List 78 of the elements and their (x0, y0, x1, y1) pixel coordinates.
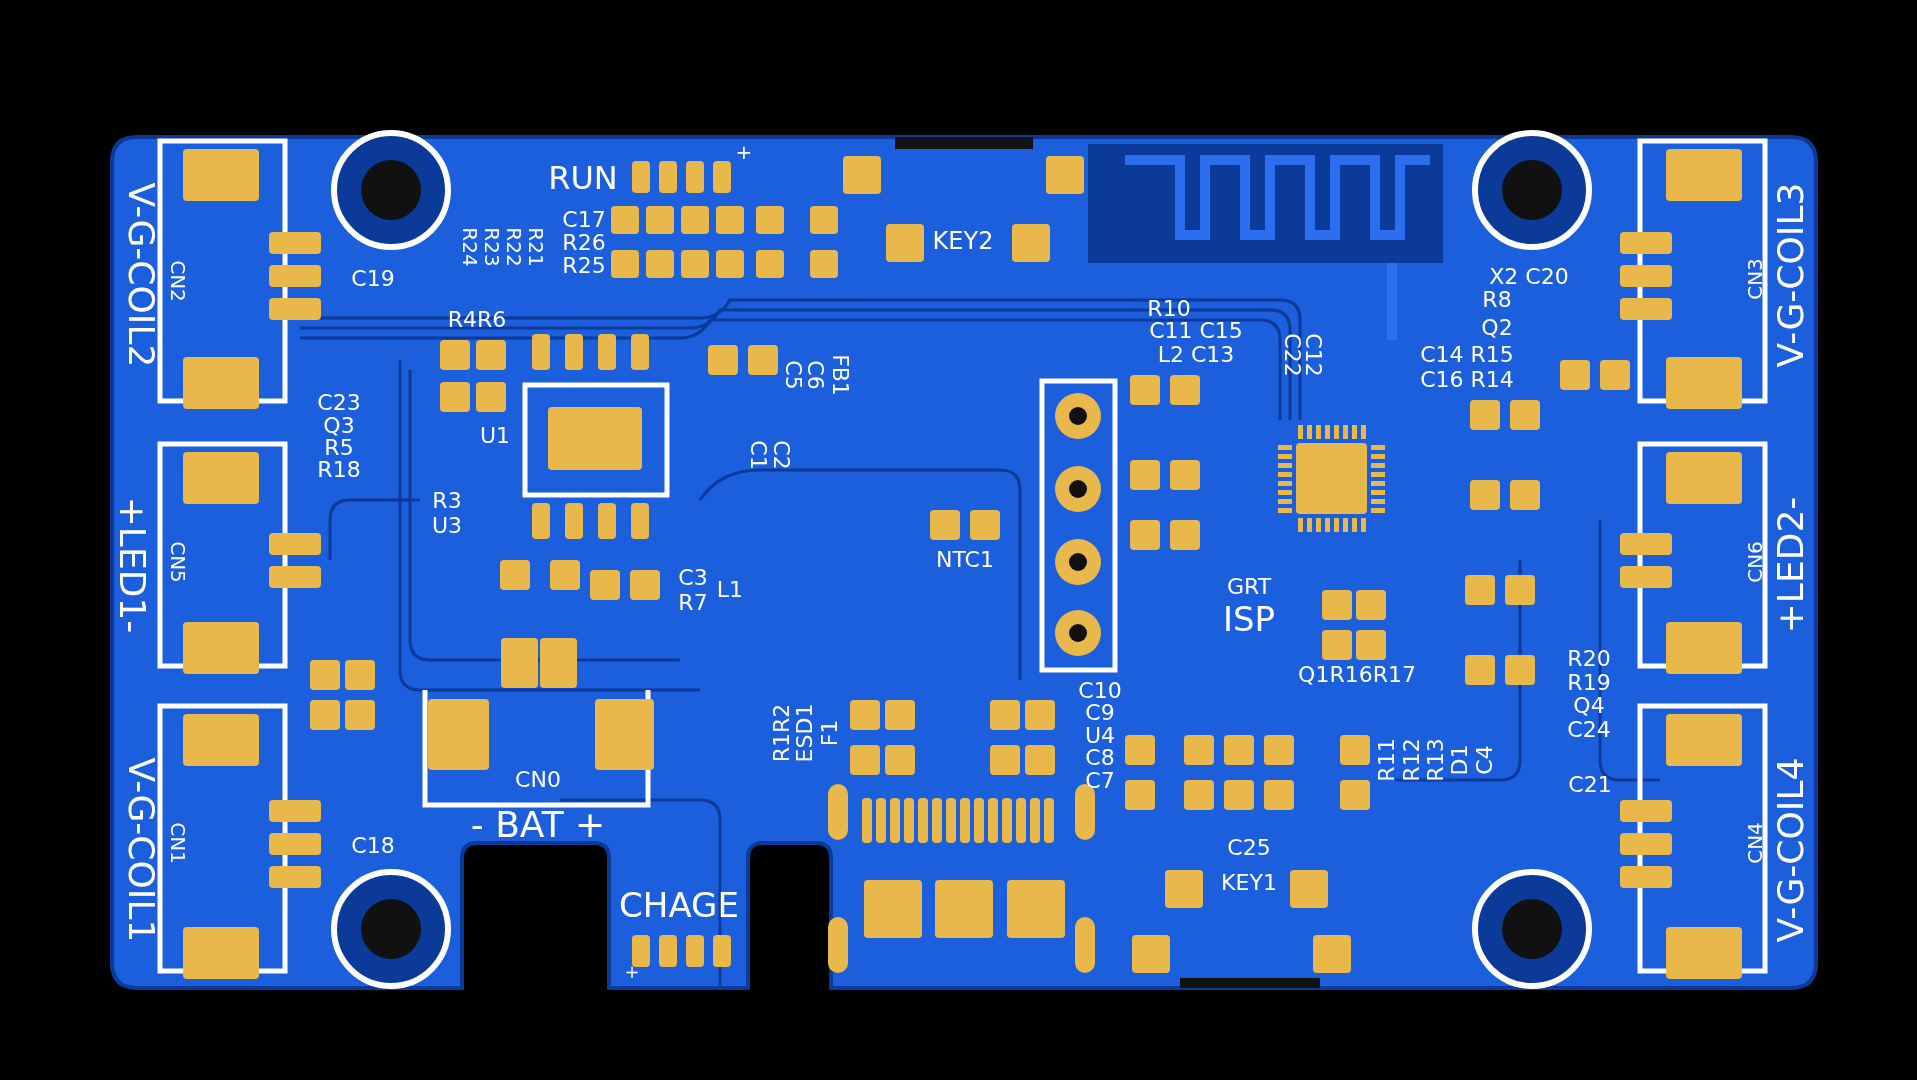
silkscreen-label: C1 (747, 440, 769, 470)
silkscreen-label: +LED1- (114, 496, 150, 634)
silkscreen-label: RUN (548, 162, 618, 194)
silkscreen-label: FB1 (829, 354, 851, 396)
silkscreen-label: CN6 (1745, 541, 1765, 583)
silkscreen-label: ISP (1222, 602, 1276, 636)
silkscreen-label: C6 (804, 360, 826, 390)
silkscreen-label: R13 (1425, 738, 1447, 782)
silkscreen-label: V-G-COIL3 (1773, 182, 1809, 368)
silkscreen-label: C24 (1567, 719, 1611, 741)
silkscreen-label: C16 R14 (1420, 369, 1514, 391)
silkscreen-label: U3 (431, 515, 463, 537)
silkscreen-label: U4 (1084, 725, 1116, 747)
silkscreen-label: C21 (1568, 774, 1612, 796)
silkscreen-label: L2 C13 (1157, 344, 1235, 366)
silkscreen-label: C17 (562, 209, 606, 231)
silkscreen-label: C10 (1078, 680, 1122, 702)
silkscreen-label: C9 (1085, 702, 1115, 724)
silkscreen-label: V-G-COIL1 (123, 757, 159, 943)
silkscreen-label: R7 (678, 592, 708, 614)
silkscreen-label: R3 (432, 490, 462, 512)
silkscreen-label: + (624, 963, 640, 981)
silkscreen-label: CN5 (168, 541, 188, 583)
silkscreen-label: R11 (1376, 738, 1398, 782)
silkscreen-label: F1 (819, 719, 841, 747)
silkscreen-label: R10 (1147, 298, 1191, 320)
silkscreen-label: R5 (324, 437, 354, 459)
silkscreen-label: L1 (716, 579, 744, 601)
silkscreen-label: R23 (482, 227, 502, 267)
silkscreen-label: CN0 (515, 769, 561, 791)
silkscreen-label: CN1 (168, 822, 188, 864)
silkscreen-label: V-G-COIL2 (123, 182, 159, 368)
silkscreen-label: C8 (1085, 747, 1115, 769)
silkscreen-label: CN4 (1745, 822, 1765, 864)
silkscreen-label: C11 C15 (1149, 320, 1243, 342)
silkscreen-label: C5 (782, 360, 804, 390)
silkscreen-label: D1 (1449, 744, 1471, 776)
silkscreen-label: U1 (479, 425, 511, 447)
silkscreen-label: R19 (1567, 672, 1611, 694)
silkscreen-label: CN3 (1745, 258, 1765, 300)
silkscreen-label: C12 (1302, 333, 1324, 377)
silkscreen-label: R8 (1482, 289, 1512, 311)
silkscreen-label: ESD1 (794, 703, 816, 763)
silkscreen-label: C2 (770, 440, 792, 470)
silkscreen-label: Q2 (1481, 317, 1513, 339)
silkscreen-label: C25 (1227, 837, 1271, 859)
silkscreen-label: KEY2 (932, 229, 994, 253)
silkscreen-label: GRT (1226, 576, 1272, 598)
silkscreen-label: V-G-COIL4 (1773, 757, 1809, 943)
silkscreen-label: R12 (1401, 738, 1423, 782)
silkscreen-label: R25 (562, 255, 606, 277)
silkscreen-label: X2 C20 (1489, 266, 1569, 288)
silkscreen-label: C22 (1281, 333, 1303, 377)
silkscreen-label: C23 (317, 392, 361, 414)
silkscreen-label: - BAT + (470, 807, 606, 843)
silkscreen-label: C4 (1474, 745, 1496, 775)
silkscreen-label: R1R2 (771, 703, 793, 763)
silkscreen-label: C7 (1085, 770, 1115, 792)
silkscreen-label: +LED2- (1773, 496, 1809, 634)
silkscreen-label: + (735, 142, 753, 162)
silkscreen-label: R18 (317, 459, 361, 481)
silkscreen-label: Q1R16R17 (1298, 664, 1416, 686)
silkscreen-label: R21 (526, 227, 546, 267)
silkscreen-label: R22 (504, 227, 524, 267)
silkscreen-label: R24 (460, 227, 480, 267)
silkscreen-label: Q4 (1573, 695, 1605, 717)
silkscreen-label: KEY1 (1221, 872, 1277, 894)
silkscreen-label: C3 (678, 567, 708, 589)
silkscreen-label: C19 (351, 268, 395, 290)
silkscreen-label: R4R6 (447, 309, 507, 331)
silkscreen-label: CN2 (168, 260, 188, 302)
silkscreen-label: CHAGE (619, 888, 739, 922)
silkscreen-label: NTC1 (936, 549, 994, 571)
silkscreen-label: Q3 (323, 415, 355, 437)
silkscreen-label: R26 (562, 232, 606, 254)
silkscreen-label: C14 R15 (1420, 344, 1514, 366)
silkscreen-label: R20 (1567, 648, 1611, 670)
silkscreen-label: C18 (351, 835, 395, 857)
